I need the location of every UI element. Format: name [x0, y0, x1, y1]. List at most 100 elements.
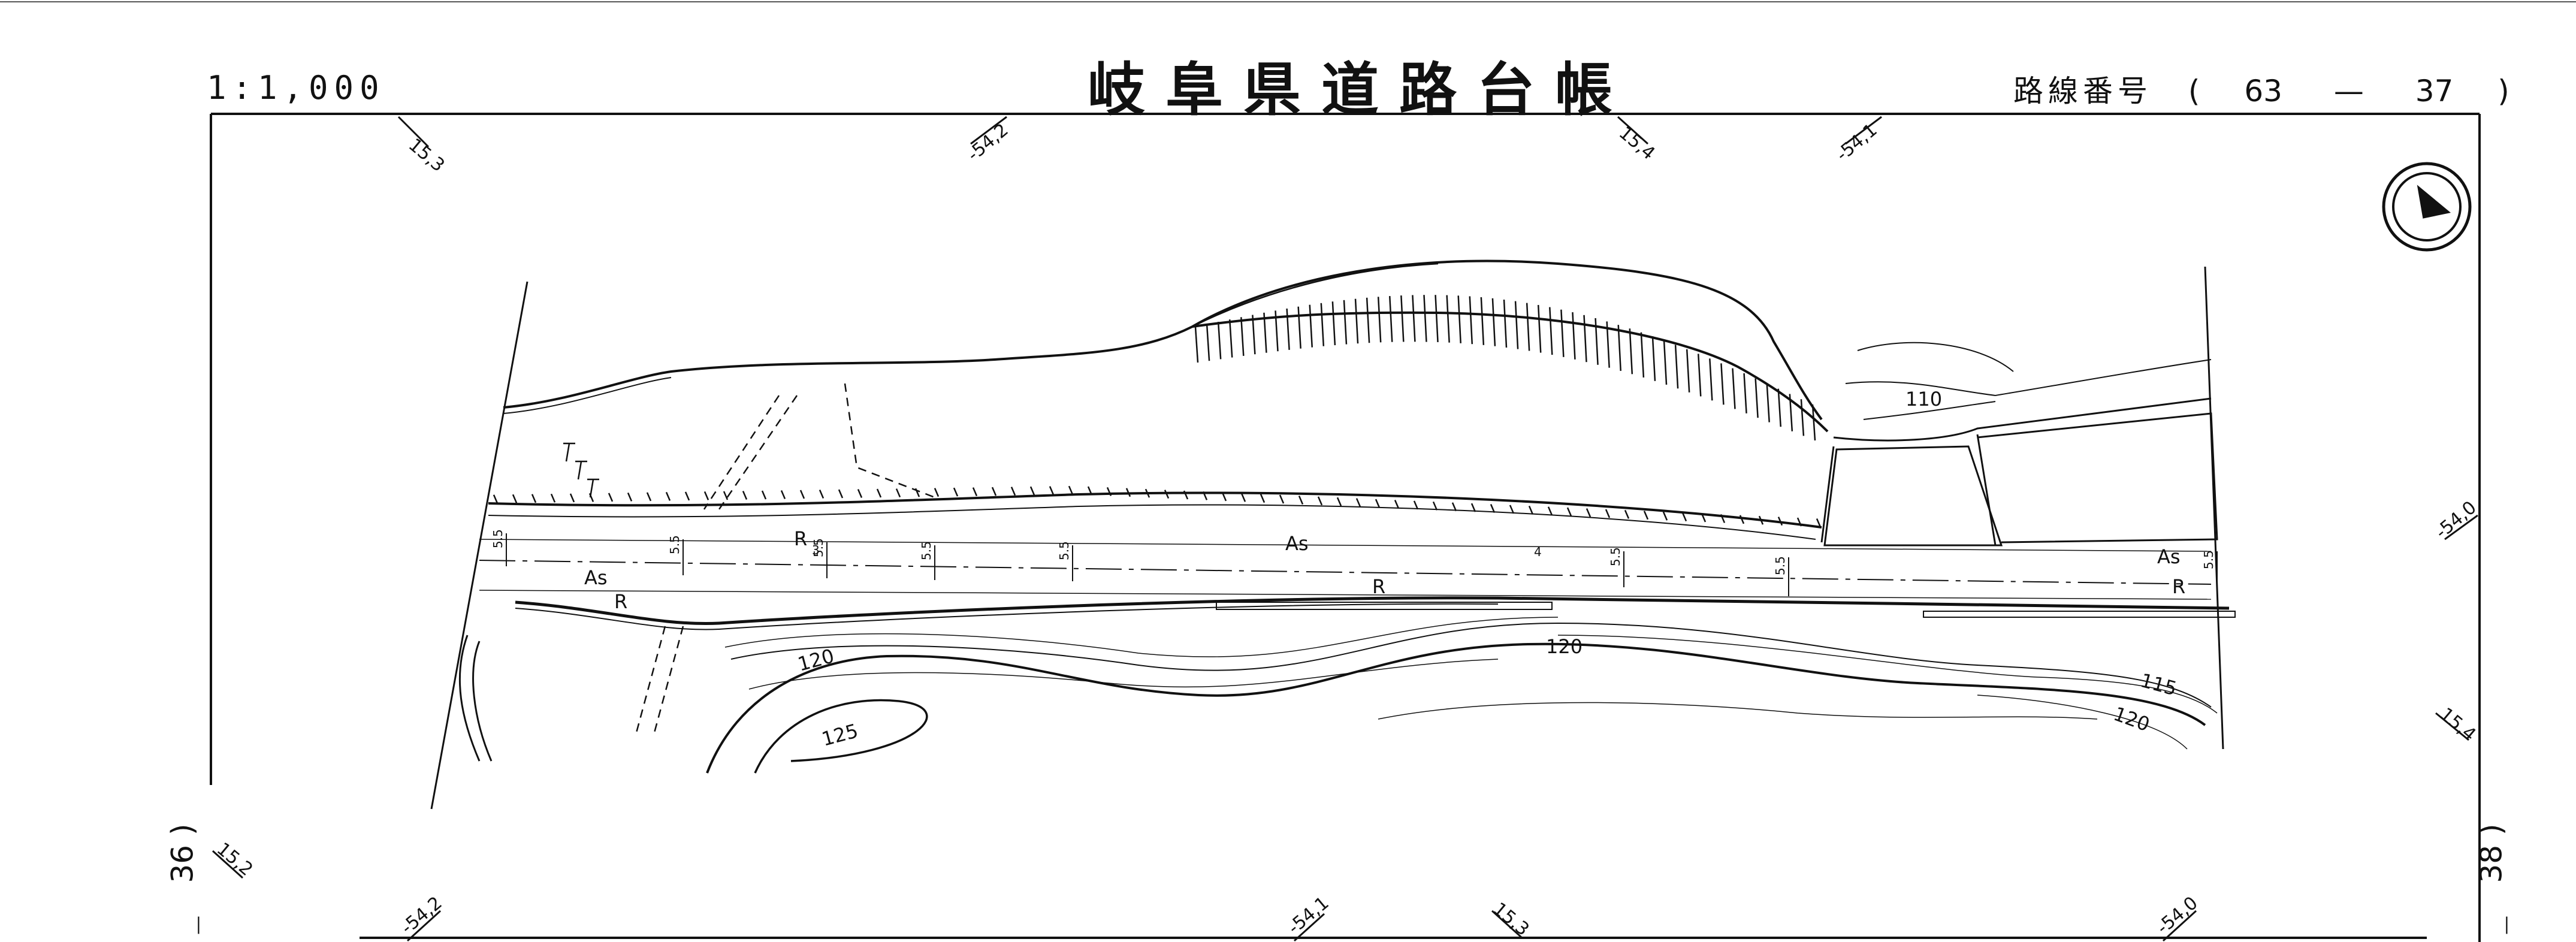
slope-hatch-line	[1709, 358, 1713, 401]
slope-hatch-line	[1366, 297, 1370, 343]
road-edge-tick	[1701, 513, 1707, 523]
road-edge-tick	[723, 491, 729, 500]
slope-hatch-line	[1743, 373, 1747, 413]
contour-lines	[706, 617, 2218, 774]
road-edge-tick	[895, 488, 901, 498]
road-edge-tick	[1739, 515, 1745, 524]
slope-hatch-line	[1412, 295, 1416, 342]
road-edge-tick	[780, 490, 786, 499]
slope-hatch-line	[1514, 301, 1519, 349]
grid-tick-label: -54,0	[2153, 892, 2202, 938]
station-number: 3	[812, 543, 820, 557]
road-pavement-line	[479, 539, 2212, 552]
drainage-grate	[1923, 611, 2236, 618]
slope-hatch-line	[1480, 297, 1485, 345]
pavement-label: As	[1285, 532, 1309, 555]
width-mark: 5.5	[668, 535, 682, 554]
road-edge-tick	[1068, 485, 1074, 495]
slope-hatch-line	[1469, 296, 1473, 345]
slope-hatch-line	[1674, 345, 1679, 389]
road-edge-tick	[1049, 486, 1055, 496]
contour-label: 120	[1546, 635, 1583, 658]
road-edge-tick	[1586, 508, 1591, 518]
route-number-secondary: 37	[2415, 74, 2454, 108]
pavement-label: As	[2157, 545, 2181, 568]
road-edge-tick	[1317, 496, 1323, 506]
road-edge-ticks	[493, 485, 1822, 527]
road-edge-tick	[1605, 509, 1611, 518]
grid-tick-label: 15,4	[2436, 704, 2480, 745]
road-edge-tick	[819, 490, 825, 499]
road-edge-tick	[1240, 493, 1246, 502]
road-edge-tick	[1451, 502, 1457, 512]
road-edge-tick	[857, 489, 863, 499]
ditch-label: R	[2172, 575, 2185, 598]
road-edge-tick	[1720, 514, 1726, 523]
grid-tick-label: -54,2	[397, 892, 446, 938]
slope-hatch-lines	[1194, 295, 1816, 441]
upper-boundary-line	[503, 311, 1829, 433]
slope-hatch-line	[1435, 295, 1439, 343]
road-edge-tick	[1490, 504, 1496, 514]
road-edge-tick	[876, 488, 882, 498]
slope-hatch-line	[1423, 295, 1427, 342]
map-frame	[210, 113, 2481, 942]
grid-tick-label: -54,1	[1284, 892, 1333, 938]
stream-lines	[458, 635, 493, 762]
road-edge-tick	[703, 491, 709, 500]
grid-tick-label: -54,0	[2432, 497, 2481, 543]
road-edge-tick	[531, 494, 537, 503]
width-mark: 5.5	[1057, 541, 1071, 560]
ditch-ticks-left	[563, 442, 599, 498]
road-pavement-line	[479, 590, 2212, 600]
field-dashed-lines	[634, 383, 935, 738]
slope-hatch-line	[1354, 298, 1359, 344]
road-edge-tick	[1279, 494, 1285, 504]
slope-hatch-line	[1800, 399, 1805, 436]
road-edge-tick	[1164, 490, 1170, 499]
route-open-paren: (	[2188, 74, 2200, 108]
road-edge-tick	[1413, 500, 1419, 510]
contour-label: 110	[1905, 388, 1942, 410]
road-edge-tick	[1624, 509, 1630, 519]
road-edge-tick	[665, 491, 671, 501]
road-upper-edge	[488, 491, 1822, 540]
road-edge-tick	[1796, 517, 1802, 527]
cut-slope-hatching	[1192, 259, 1823, 421]
road-lower-edge	[515, 596, 2230, 630]
slope-hatch-line	[1720, 363, 1725, 405]
route-number: 路線番号 ( 63 — 37 )	[2013, 67, 2520, 110]
road-edge-tick	[1087, 486, 1093, 496]
width-mark: 5.5	[811, 538, 826, 557]
slope-hatch-line	[1217, 321, 1222, 360]
contour-label: 115	[2138, 669, 2179, 701]
road-edge-tick	[1106, 487, 1112, 496]
drainage-grate	[1216, 602, 1553, 610]
slope-hatch-line	[1343, 300, 1348, 345]
slope-hatch-line	[1206, 324, 1210, 361]
slope-hatch-line	[1572, 312, 1576, 360]
road-edge-tick	[1509, 505, 1515, 514]
road-edge-tick	[972, 487, 978, 497]
grid-tick-label: 15,2	[213, 838, 257, 880]
slope-hatch-line	[1389, 295, 1393, 342]
slope-hatch-line	[1286, 308, 1290, 350]
road-edge-tick	[627, 492, 633, 502]
ditch-label: R	[614, 590, 627, 613]
slope-hatch-line	[1537, 304, 1542, 353]
slope-hatch-line	[1503, 299, 1508, 348]
slope-hatch-line	[1297, 306, 1301, 349]
grid-ticks	[212, 116, 2478, 942]
road-edge-tick	[569, 493, 575, 503]
slope-hatch-line	[1560, 309, 1565, 357]
slope-hatch-line	[1640, 332, 1645, 378]
north-arrow-icon	[2382, 162, 2472, 252]
road-edge-tick	[1566, 507, 1572, 517]
map-title: 岐阜県道路台帳	[1088, 56, 1633, 123]
slope-hatch-line	[1663, 340, 1668, 385]
slope-hatch-line	[1617, 325, 1621, 371]
slope-hatch-line	[1457, 295, 1461, 343]
road-edge-tick	[608, 493, 614, 502]
road-edge-tick	[799, 490, 805, 499]
